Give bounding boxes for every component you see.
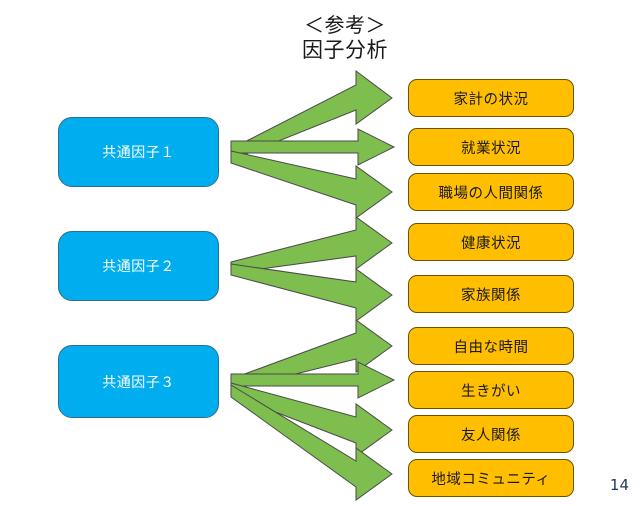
- factor-box-1-label: 共通因子１: [102, 145, 175, 161]
- item-box-family-relations[interactable]: 家族関係: [408, 275, 574, 313]
- factor-box-2-label: 共通因子２: [102, 259, 175, 275]
- arrow-factor2-to-item3: [230, 216, 393, 274]
- factor-box-3[interactable]: 共通因子３: [58, 345, 219, 418]
- item-box-local-community-label: 地域コミュニティ: [431, 471, 551, 488]
- arrow-factor3-to-item5: [230, 319, 393, 391]
- item-box-household-finance-label: 家計の状況: [453, 91, 529, 108]
- item-box-purpose-in-life[interactable]: 生きがい: [408, 371, 574, 409]
- item-box-household-finance[interactable]: 家計の状況: [408, 79, 574, 117]
- arrow-factor2-to-item4: [230, 263, 393, 322]
- item-box-local-community[interactable]: 地域コミュニティ: [408, 459, 574, 497]
- arrow-factor3-to-item8: [230, 384, 393, 501]
- arrow-factor3-to-item6: [230, 361, 396, 399]
- item-box-health-status[interactable]: 健康状況: [408, 223, 574, 261]
- slide-title: ＜参考＞ 因子分析: [255, 13, 435, 62]
- arrow-factor1-to-item2: [230, 150, 393, 219]
- item-box-health-status-label: 健康状況: [461, 235, 521, 252]
- item-box-purpose-in-life-label: 生きがい: [461, 383, 521, 400]
- item-box-employment-status[interactable]: 就業状況: [408, 128, 574, 166]
- title-main-label: 因子分析: [302, 37, 388, 62]
- page-number: 14: [609, 476, 629, 494]
- arrow-factor1-to-item0: [230, 70, 393, 161]
- item-box-employment-status-label: 就業状況: [461, 140, 521, 157]
- item-box-family-relations-label: 家族関係: [461, 287, 521, 304]
- item-box-friend-relations[interactable]: 友人関係: [408, 415, 574, 453]
- factor-box-2[interactable]: 共通因子２: [58, 231, 219, 301]
- factor-box-3-label: 共通因子３: [102, 374, 175, 391]
- title-reference-label: ＜参考＞: [304, 13, 386, 37]
- item-box-workplace-relations[interactable]: 職場の人間関係: [408, 173, 574, 211]
- item-box-free-time[interactable]: 自由な時間: [408, 327, 574, 365]
- item-box-friend-relations-label: 友人関係: [461, 427, 521, 444]
- arrow-factor1-to-item1: [230, 128, 396, 166]
- item-box-free-time-label: 自由な時間: [453, 339, 529, 356]
- factor-box-1[interactable]: 共通因子１: [58, 117, 219, 187]
- arrow-factor3-to-item7: [230, 382, 393, 457]
- item-box-workplace-relations-label: 職場の人間関係: [438, 185, 544, 202]
